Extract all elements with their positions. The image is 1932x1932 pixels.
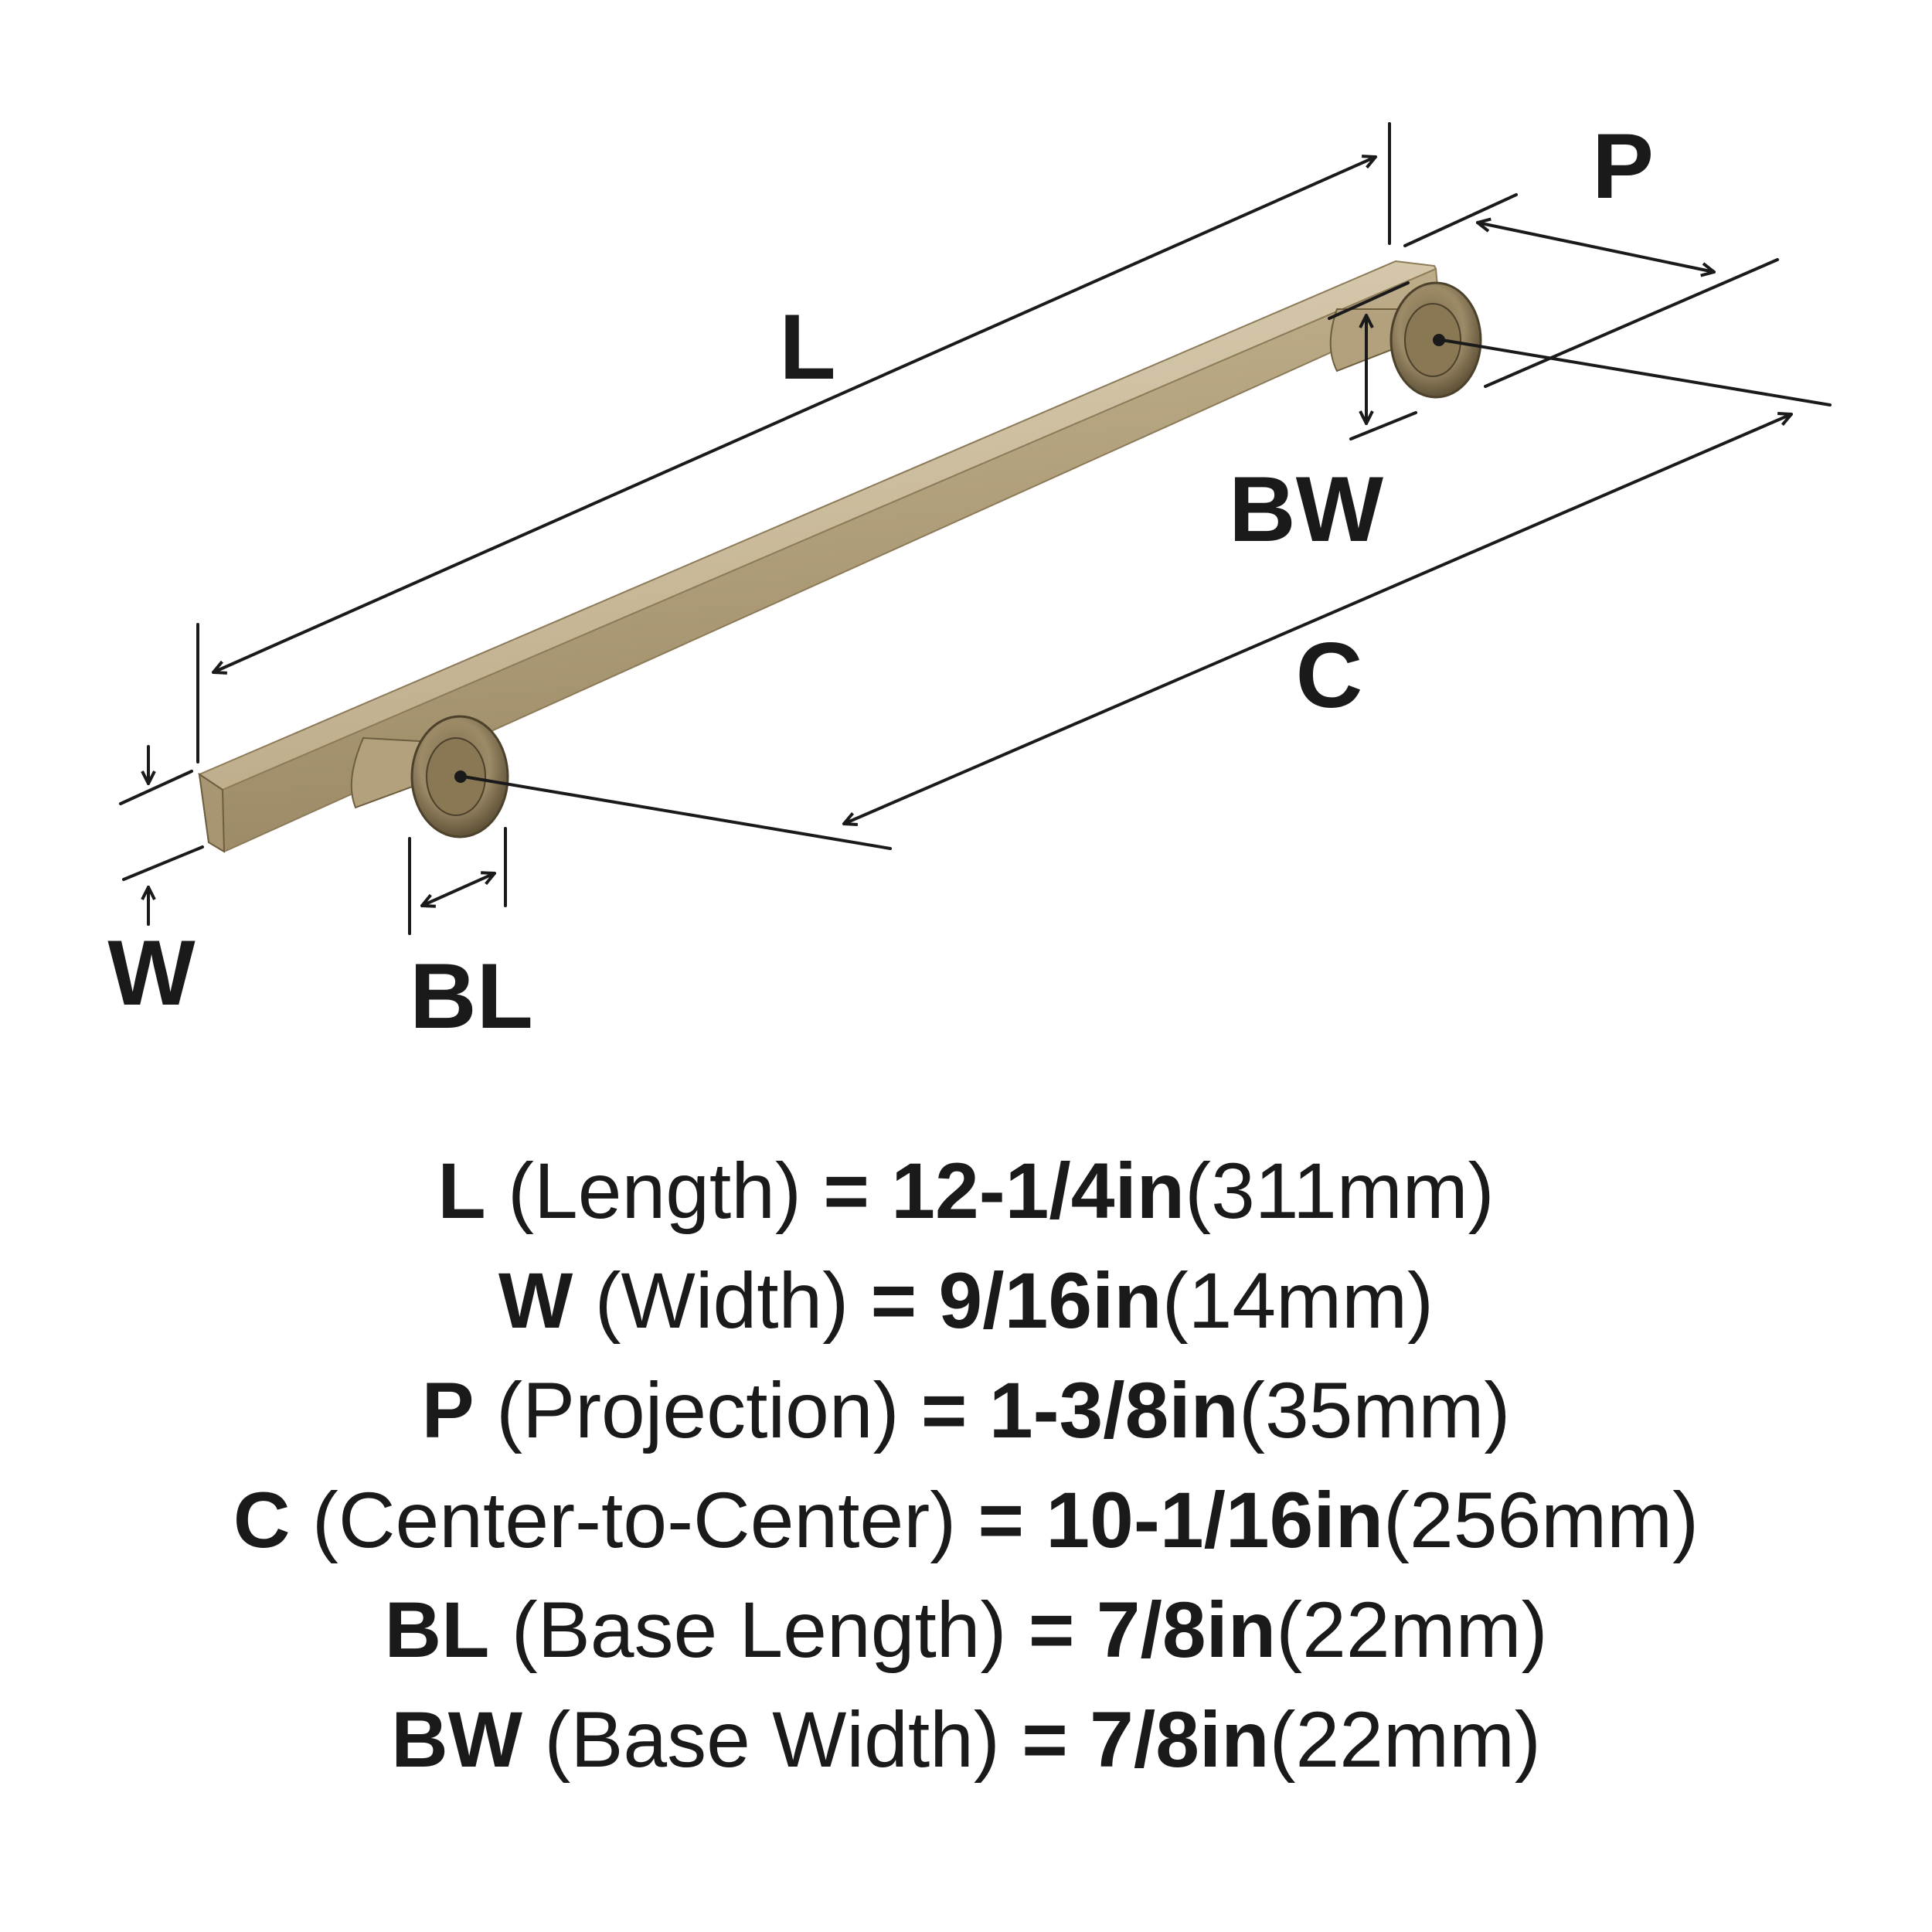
- spec-abbr: BW: [391, 1696, 523, 1784]
- base-length-label: BL: [410, 944, 533, 1048]
- base-width-extension-bottom: [1349, 411, 1417, 440]
- spec-equals: =: [1022, 1696, 1068, 1784]
- length-label: L: [779, 295, 835, 399]
- center-to-center-label: C: [1296, 624, 1363, 727]
- spec-description: (Projection): [496, 1366, 900, 1454]
- projection-dimension-line: [1476, 217, 1716, 277]
- spec-imperial-value: 10-1/16in: [1046, 1476, 1384, 1564]
- dimension-base-length: BL: [408, 827, 533, 1048]
- spec-description: (Center-to-Center): [311, 1476, 957, 1564]
- base-width-extension-top: [1328, 281, 1410, 320]
- center-extension-right: [1440, 338, 1832, 406]
- spec-metric-value: (22mm): [1269, 1696, 1541, 1784]
- left-post: [350, 736, 434, 809]
- spec-imperial-value: 9/16in: [938, 1257, 1162, 1345]
- projection-extension-bottom: [1484, 258, 1779, 388]
- width-label: W: [107, 921, 196, 1025]
- dimension-length: L: [196, 122, 1391, 764]
- spec-row-center-to-center: C (Center-to-Center) = 10-1/16in(256mm): [0, 1465, 1932, 1575]
- dimension-center-to-center: C: [462, 338, 1832, 850]
- projection-label: P: [1592, 114, 1654, 218]
- spec-metric-value: (35mm): [1238, 1366, 1511, 1454]
- spec-abbr: BL: [384, 1586, 490, 1674]
- spec-row-base-width: BW (Base Width) = 7/8in(22mm): [0, 1685, 1932, 1794]
- right-screw-hole: [1433, 334, 1445, 346]
- center-extension-left: [462, 775, 892, 850]
- spec-row-width: W (Width) = 9/16in(14mm): [0, 1246, 1932, 1355]
- spec-abbr: P: [421, 1366, 474, 1454]
- spec-row-length: L (Length) = 12-1/4in(311mm): [0, 1136, 1932, 1246]
- spec-description: (Length): [508, 1147, 801, 1235]
- spec-abbr: L: [437, 1147, 486, 1235]
- spec-metric-value: (14mm): [1162, 1257, 1434, 1345]
- spec-equals: =: [978, 1476, 1025, 1564]
- spec-imperial-value: 12-1/4in: [891, 1147, 1185, 1235]
- spec-equals: =: [920, 1366, 968, 1454]
- base-length-dimension-line: [420, 871, 496, 908]
- spec-abbr: C: [233, 1476, 291, 1564]
- center-dimension-line: [842, 412, 1793, 826]
- width-extension-top: [119, 770, 193, 805]
- handle-bar-end-face: [198, 772, 226, 853]
- spec-description: (Base Width): [544, 1696, 1000, 1784]
- spec-description: (Width): [594, 1257, 849, 1345]
- spec-description: (Base Length): [511, 1586, 1007, 1674]
- left-screw-hole: [454, 770, 467, 783]
- spec-row-projection: P (Projection) = 1-3/8in(35mm): [0, 1355, 1932, 1465]
- base-width-label: BW: [1229, 457, 1384, 561]
- spec-equals: =: [823, 1147, 869, 1235]
- spec-imperial-value: 7/8in: [1096, 1586, 1277, 1674]
- dimension-projection: P: [1403, 114, 1779, 388]
- dimension-width: W: [107, 745, 204, 1025]
- spec-equals: =: [1028, 1586, 1075, 1674]
- spec-equals: =: [870, 1257, 917, 1345]
- dimension-spec-list: L (Length) = 12-1/4in(311mm) W (Width) =…: [0, 1136, 1932, 1794]
- length-dimension-line: [212, 155, 1377, 675]
- projection-extension-top: [1403, 193, 1518, 247]
- spec-metric-value: (22mm): [1276, 1586, 1548, 1674]
- spec-metric-value: (256mm): [1383, 1476, 1699, 1564]
- spec-abbr: W: [498, 1257, 573, 1345]
- spec-imperial-value: 7/8in: [1090, 1696, 1270, 1784]
- spec-imperial-value: 1-3/8in: [988, 1366, 1239, 1454]
- spec-metric-value: (311mm): [1185, 1147, 1495, 1235]
- width-extension-bottom: [122, 845, 204, 881]
- spec-row-base-length: BL (Base Length) = 7/8in(22mm): [0, 1575, 1932, 1685]
